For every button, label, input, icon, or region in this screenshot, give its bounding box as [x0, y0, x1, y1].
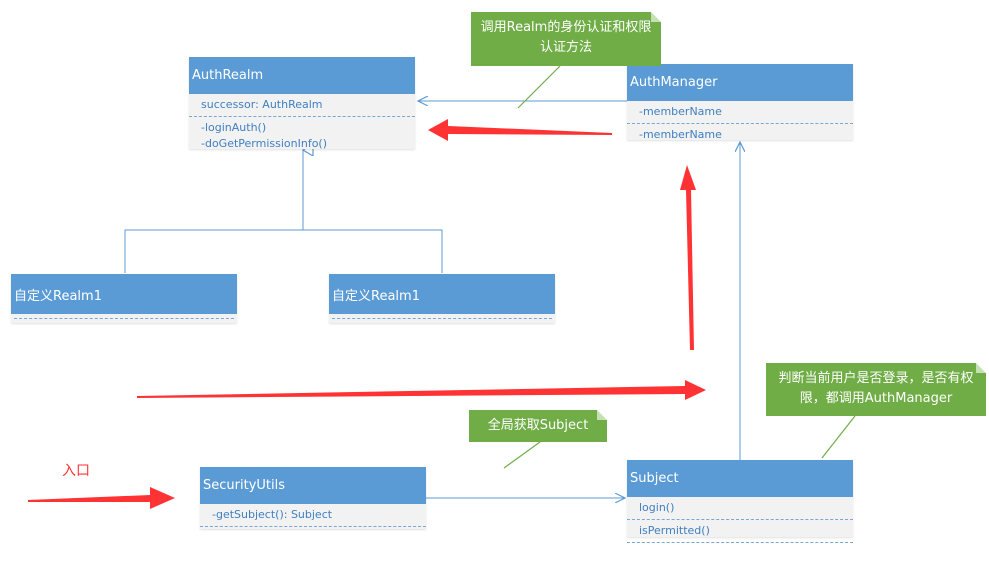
class-subject-attributes: login()	[627, 497, 853, 520]
attr-member-name: -memberName	[639, 105, 722, 118]
class-security-utils-methods: -getSubject(): Subject	[200, 504, 426, 527]
class-custom-realm-2[interactable]: 自定义Realm1	[329, 274, 555, 323]
method-is-permitted: isPermitted()	[639, 524, 710, 537]
method-get-permission: -doGetPermissionInfo()	[201, 137, 328, 150]
note-fold	[651, 12, 661, 22]
class-subject-methods: isPermitted()	[627, 520, 853, 543]
method-login: login()	[639, 501, 675, 514]
note-realm-auth-text: 调用Realm的身份认证和权限认证方法	[480, 20, 652, 55]
method-login-auth: -loginAuth()	[201, 121, 267, 134]
class-auth-realm-title: AuthRealm	[189, 57, 415, 94]
class-custom-realm-2-divider	[332, 318, 552, 319]
class-auth-manager[interactable]: AuthManager -memberName -memberName	[627, 64, 853, 141]
note-check-login-text: 判断当前用户是否登录，是否有权限，都调用AuthManager	[778, 371, 974, 406]
red-arrow-right	[137, 380, 706, 400]
class-auth-realm-methods: -loginAuth() -doGetPermissionInfo()	[189, 117, 415, 155]
class-custom-realm-1-divider	[14, 318, 234, 319]
attr-successor: successor: AuthRealm	[201, 98, 323, 111]
note-global-subject-text: 全局获取Subject	[487, 418, 589, 433]
red-arrow-to-realm	[428, 119, 612, 141]
red-arrow-up	[680, 165, 696, 350]
class-auth-realm-attributes: successor: AuthRealm	[189, 94, 415, 117]
note-connector-login	[821, 415, 856, 459]
note-global-subject: 全局获取Subject	[469, 410, 607, 442]
note-fold	[976, 363, 986, 373]
note-fold	[597, 410, 607, 420]
class-subject-title: Subject	[627, 460, 853, 497]
class-subject[interactable]: Subject login() isPermitted()	[627, 460, 853, 543]
class-security-utils[interactable]: SecurityUtils -getSubject(): Subject	[200, 467, 426, 529]
note-check-login: 判断当前用户是否登录，是否有权限，都调用AuthManager	[766, 363, 986, 416]
connector-inherit	[124, 229, 443, 273]
method-get-subject: -getSubject(): Subject	[212, 508, 333, 521]
class-custom-realm-1-title: 自定义Realm1	[11, 274, 237, 314]
class-auth-realm[interactable]: AuthRealm successor: AuthRealm -loginAut…	[189, 57, 415, 150]
note-connector-realm	[517, 65, 561, 109]
entry-label: 入口	[62, 463, 90, 479]
class-auth-manager-attributes: -memberName	[627, 101, 853, 124]
note-realm-auth: 调用Realm的身份认证和权限认证方法	[471, 12, 661, 66]
class-auth-manager-title: AuthManager	[627, 64, 853, 101]
class-security-utils-title: SecurityUtils	[200, 467, 426, 504]
note-connector-global	[503, 441, 541, 469]
red-arrow-entry	[28, 487, 175, 509]
class-custom-realm-1[interactable]: 自定义Realm1	[11, 274, 237, 323]
class-custom-realm-2-title: 自定义Realm1	[329, 274, 555, 314]
method-member-name: -memberName	[639, 128, 722, 141]
class-auth-manager-methods: -memberName	[627, 124, 853, 146]
